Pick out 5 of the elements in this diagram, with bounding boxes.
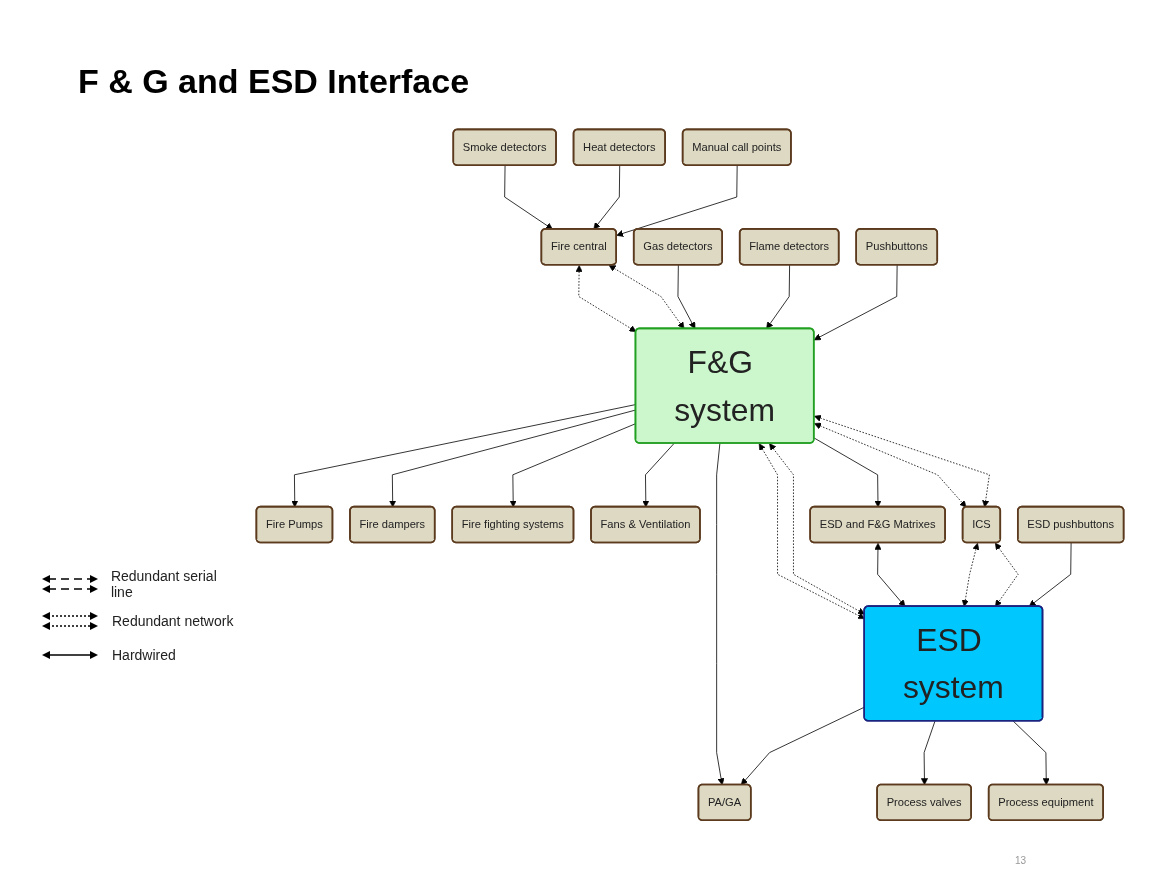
legend-text: Redundant network <box>112 613 234 629</box>
legend-text: Redundant serial line <box>110 568 218 600</box>
page-number: 13 <box>1015 855 1027 866</box>
diagram-title: F & G and ESD Interface <box>78 62 470 101</box>
legend-text: Hardwired <box>112 647 176 663</box>
